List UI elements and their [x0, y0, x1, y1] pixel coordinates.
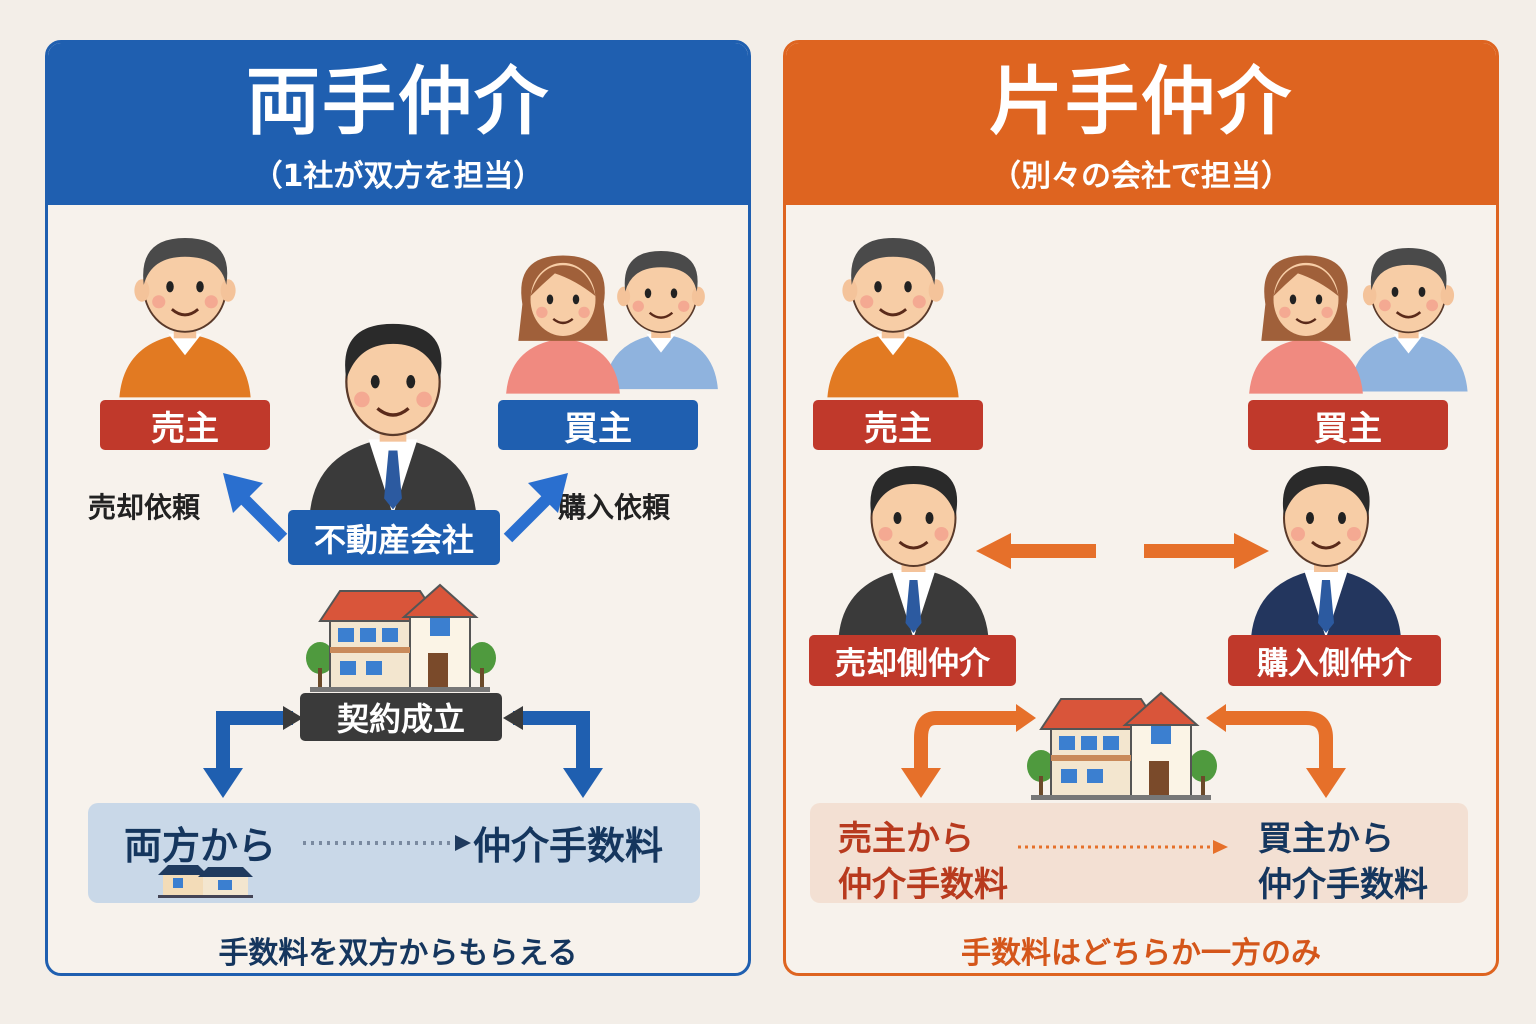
panel-title: 両手仲介	[246, 59, 550, 145]
panel-header: 両手仲介 （1社が双方を担当）	[48, 43, 748, 205]
dotted-arrow-icon	[1018, 840, 1228, 854]
sell-request-text: 売却依頼	[88, 491, 201, 524]
houses-icon	[158, 865, 253, 898]
fee-seller-text: 仲介手数料	[838, 865, 1008, 905]
fee-buyer-from-text: 買主から	[1258, 819, 1394, 859]
buyer-label: 買主	[1248, 400, 1448, 450]
seller-person-icon	[110, 223, 260, 403]
buy-agent-label: 購入側仲介	[1228, 635, 1441, 686]
panel-subtitle: （1社が双方を担当）	[252, 159, 544, 194]
sell-agent-icon	[831, 458, 996, 638]
fee-buyer-text: 仲介手数料	[1258, 865, 1428, 905]
panel-header: 片手仲介 （別々の会社で担当）	[786, 43, 1496, 205]
seller-label: 売主	[813, 400, 983, 450]
arrow-right-icon	[1144, 533, 1269, 569]
fee-box: 両方から 仲介手数料	[88, 803, 700, 903]
arrow-left-icon	[976, 533, 1096, 569]
house-icon	[300, 583, 500, 693]
arrow-right-curve-icon	[1206, 704, 1346, 798]
sell-agent-label: 売却側仲介	[809, 635, 1016, 686]
fee-from-text: 両方から	[124, 824, 277, 868]
dotted-arrow-icon	[303, 835, 471, 851]
seller-label: 売主	[100, 400, 270, 450]
buyer-label: 買主	[498, 400, 698, 450]
arrow-left-curve-icon	[901, 704, 1036, 798]
arrow-to-seller-icon	[223, 473, 288, 543]
summary-text: 手数料はどちらか一方のみ	[961, 936, 1321, 971]
agent-person-icon	[303, 315, 483, 515]
fee-seller-from-text: 売主から	[838, 819, 974, 859]
arrow-to-buyer-icon	[503, 473, 568, 543]
arrow-left-down-icon	[203, 706, 303, 798]
panel-single-brokerage: 片手仲介 （別々の会社で担当） 売主 買主 売却側仲介 購入側仲介 売主から 仲…	[783, 40, 1499, 976]
buyer-woman-icon	[498, 238, 628, 403]
fee-box: 売主から 仲介手数料 買主から 仲介手数料	[810, 803, 1468, 905]
seller-person-icon	[818, 223, 968, 403]
fee-text: 仲介手数料	[473, 824, 664, 868]
summary-text: 手数料を双方からもらえる	[218, 936, 578, 971]
panel-double-brokerage: 両手仲介 （1社が双方を担当） 売主 買主 不動産会社 売却依頼 購入依頼 契約…	[45, 40, 751, 976]
panel-title: 片手仲介	[989, 59, 1293, 145]
buy-request-text: 購入依頼	[558, 491, 671, 524]
agent-label: 不動産会社	[288, 510, 500, 565]
contract-label: 契約成立	[300, 693, 502, 741]
buyer-woman-icon	[1241, 238, 1371, 403]
panel-subtitle: （別々の会社で担当）	[991, 159, 1291, 194]
arrow-right-down-icon	[503, 706, 603, 798]
house-icon	[1021, 691, 1221, 801]
